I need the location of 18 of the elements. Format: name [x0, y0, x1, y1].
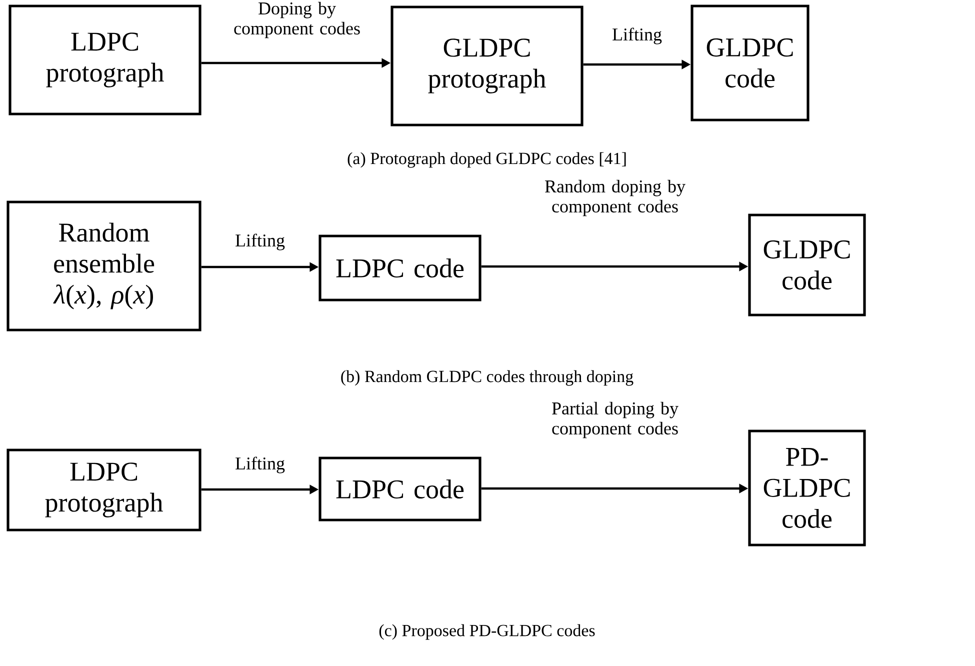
process-box: GLDPC code — [690, 4, 810, 122]
edge-label: Random doping by component codes — [545, 180, 686, 216]
process-box: Random ensemble λ(x), ρ(x) — [6, 200, 202, 332]
edge-label: Lifting — [612, 28, 662, 44]
edge-label: Lifting — [236, 234, 285, 250]
caption: (c) Proposed PD-GLDPC codes — [379, 624, 595, 640]
process-box: LDPC code — [318, 234, 482, 302]
caption: (b) Random GLDPC codes through doping — [341, 370, 634, 386]
edge-label: Doping by component codes — [234, 2, 360, 38]
caption: (a) Protograph doped GLDPC codes [41] — [348, 152, 626, 168]
process-box: LDPC protograph — [8, 4, 202, 116]
process-box: GLDPC code — [748, 214, 866, 316]
edge-label: Lifting — [236, 456, 285, 474]
process-box: LDPC protograph — [6, 448, 202, 532]
process-box: PD-GLDPC code — [748, 430, 866, 546]
edge-label: Partial doping by component codes — [552, 402, 678, 438]
process-box: LDPC code — [318, 456, 482, 522]
process-box: GLDPC protograph — [390, 6, 584, 126]
